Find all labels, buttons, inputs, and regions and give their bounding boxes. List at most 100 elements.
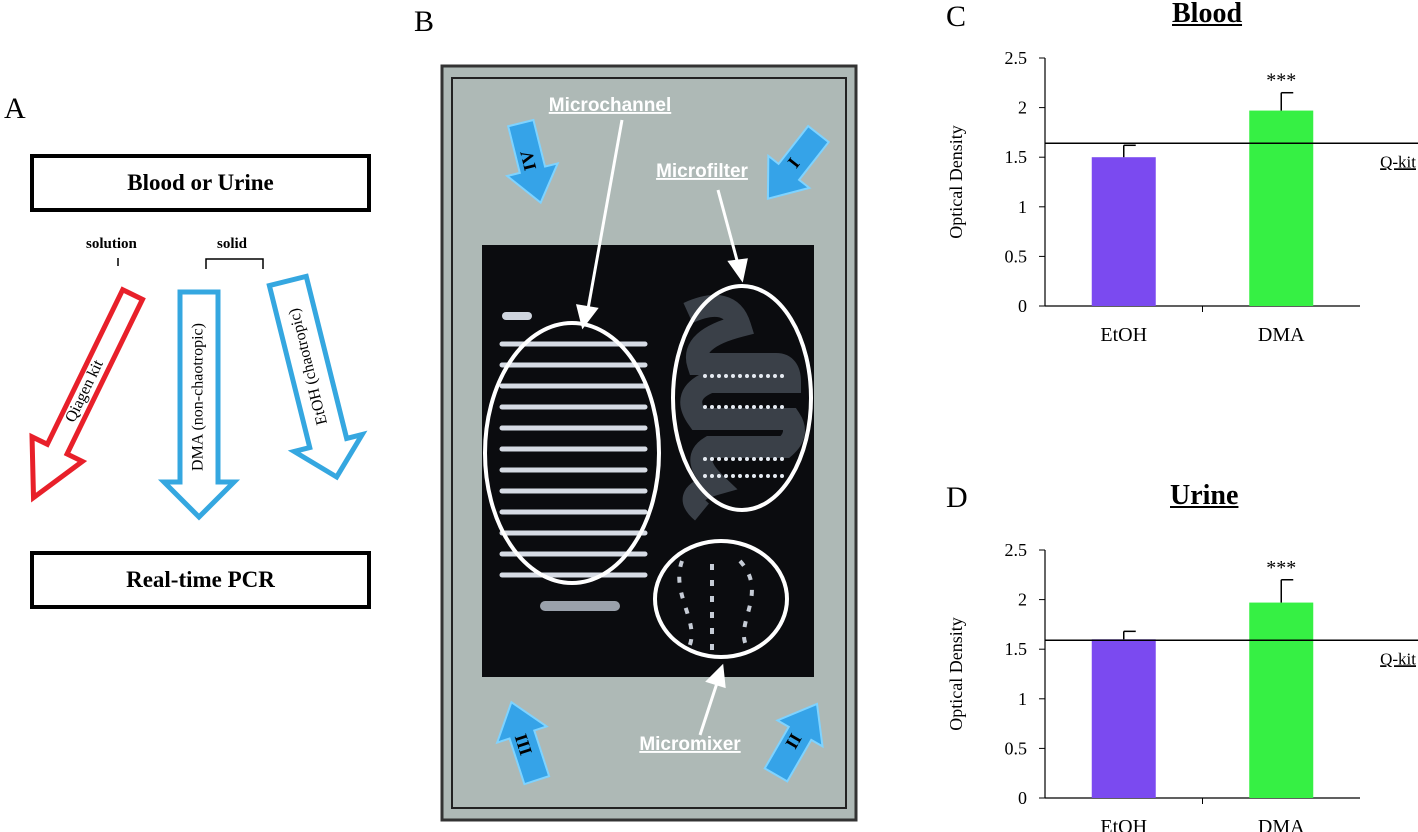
y-tick-label-blood: 2.5 xyxy=(1005,48,1028,68)
panel-label-b: B xyxy=(414,5,435,38)
microchannel-label: Microchannel xyxy=(549,95,671,116)
filter-pillar xyxy=(773,374,777,378)
mixer-channels xyxy=(677,559,754,654)
filter-pillar xyxy=(780,374,784,378)
significance-mark-blood: *** xyxy=(1266,70,1296,92)
port-label-iv: IV xyxy=(516,148,540,172)
filter-pillar xyxy=(773,474,777,478)
filter-pillar xyxy=(717,374,721,378)
bar-dma-blood xyxy=(1249,110,1314,307)
qiagen-arrow: Qiagen kit xyxy=(29,286,146,503)
y-tick-label-urine: 0.5 xyxy=(1005,738,1028,758)
port-arrow-iii: III xyxy=(495,700,551,786)
filter-pillar xyxy=(759,405,763,409)
etoh-arrow: EtOH (chaotropic) xyxy=(266,273,368,481)
chart-title-blood: Blood xyxy=(1172,0,1243,29)
panel-label-d: D xyxy=(946,481,968,514)
bar-etoh-blood xyxy=(1091,157,1156,306)
filter-pillar xyxy=(759,474,763,478)
dma-arrow-label: DMA (non-chaotropic) xyxy=(190,323,207,471)
filter-pillar xyxy=(717,474,721,478)
bar-etoh-urine xyxy=(1091,639,1156,798)
filter-pillar xyxy=(745,457,749,461)
port-arrow-i: I xyxy=(766,124,831,200)
filter-pillar xyxy=(738,457,742,461)
filter-pillar xyxy=(703,474,707,478)
x-tick-label-urine: DMA xyxy=(1258,816,1305,832)
filter-pillar xyxy=(766,457,770,461)
filter-pillar xyxy=(752,405,756,409)
y-tick-label-blood: 0.5 xyxy=(1005,246,1028,266)
filter-pillar xyxy=(710,374,714,378)
filter-pillar xyxy=(738,374,742,378)
output-pcr-box: Real-time PCR xyxy=(30,551,371,609)
microchannel-ellipse xyxy=(483,321,661,585)
y-tick-label-blood: 1 xyxy=(1018,197,1027,217)
filter-pillar xyxy=(780,457,784,461)
etoh-arrow-label: EtOH (chaotropic) xyxy=(286,307,331,427)
filter-pillar xyxy=(738,474,742,478)
microfluidic-device: Microchannel Microfilter Micromixer I II… xyxy=(440,64,858,822)
filter-pillar xyxy=(759,457,763,461)
x-tick-label-urine: EtOH xyxy=(1100,816,1147,832)
y-tick-label-blood: 1.5 xyxy=(1005,147,1028,167)
filter-pillar xyxy=(780,474,784,478)
chip-features xyxy=(499,295,805,654)
reference-line-label-blood: Q-kit xyxy=(1380,152,1416,171)
y-tick-label-blood: 2 xyxy=(1018,98,1027,118)
filter-pillars xyxy=(703,374,784,478)
filter-pillar xyxy=(745,374,749,378)
filter-pillar xyxy=(766,474,770,478)
y-tick-label-urine: 2 xyxy=(1018,590,1027,610)
significance-mark-urine: *** xyxy=(1266,557,1296,579)
filter-pillar xyxy=(752,374,756,378)
solution-label: solution xyxy=(86,236,137,252)
y-tick-label-urine: 2.5 xyxy=(1005,540,1028,560)
filter-pillar xyxy=(745,405,749,409)
filter-chamber xyxy=(680,295,805,521)
panel-label-a: A xyxy=(4,92,26,125)
serpentine-channel xyxy=(499,341,648,578)
micromixer-ellipse xyxy=(653,539,789,659)
port-arrow-ii: II xyxy=(763,702,824,783)
filter-pillar xyxy=(731,457,735,461)
port-arrow-iv: IV xyxy=(504,118,560,205)
solid-bracket xyxy=(205,258,264,269)
bar-dma-urine xyxy=(1249,602,1314,798)
filter-pillar xyxy=(724,457,728,461)
filter-pillar xyxy=(703,374,707,378)
filter-pillar xyxy=(717,457,721,461)
y-tick-label-blood: 0 xyxy=(1018,296,1027,316)
filter-pillar xyxy=(731,474,735,478)
input-sample-box: Blood or Urine xyxy=(30,154,371,212)
chip-image xyxy=(482,245,814,677)
filter-pillar xyxy=(724,374,728,378)
filter-pillar xyxy=(773,405,777,409)
filter-pillar xyxy=(766,405,770,409)
filter-pillar xyxy=(752,474,756,478)
dma-arrow: DMA (non-chaotropic) xyxy=(157,289,241,521)
microfilter-ellipse xyxy=(671,284,813,512)
filter-pillar xyxy=(710,457,714,461)
y-tick-label-urine: 1 xyxy=(1018,689,1027,709)
filter-pillar xyxy=(710,405,714,409)
microfilter-label: Microfilter xyxy=(656,161,748,182)
micromixer-label: Micromixer xyxy=(639,734,741,755)
filter-pillar xyxy=(710,474,714,478)
panel-label-c: C xyxy=(946,0,967,33)
filter-pillar xyxy=(703,405,707,409)
filter-pillar xyxy=(724,405,728,409)
filter-pillar xyxy=(703,457,707,461)
y-axis-label-urine: Optical Density xyxy=(946,617,966,730)
filter-pillar xyxy=(717,405,721,409)
y-axis-label-blood: Optical Density xyxy=(946,125,966,238)
chart-title-urine: Urine xyxy=(1170,480,1239,511)
flow-arrows-diagram: Qiagen kit DMA (non-chaotropic) EtOH (ch… xyxy=(29,258,368,521)
filter-pillar xyxy=(738,405,742,409)
filter-pillar xyxy=(766,374,770,378)
filter-pillar xyxy=(724,474,728,478)
pointer-arrows xyxy=(575,119,748,736)
solid-label: solid xyxy=(217,236,248,252)
